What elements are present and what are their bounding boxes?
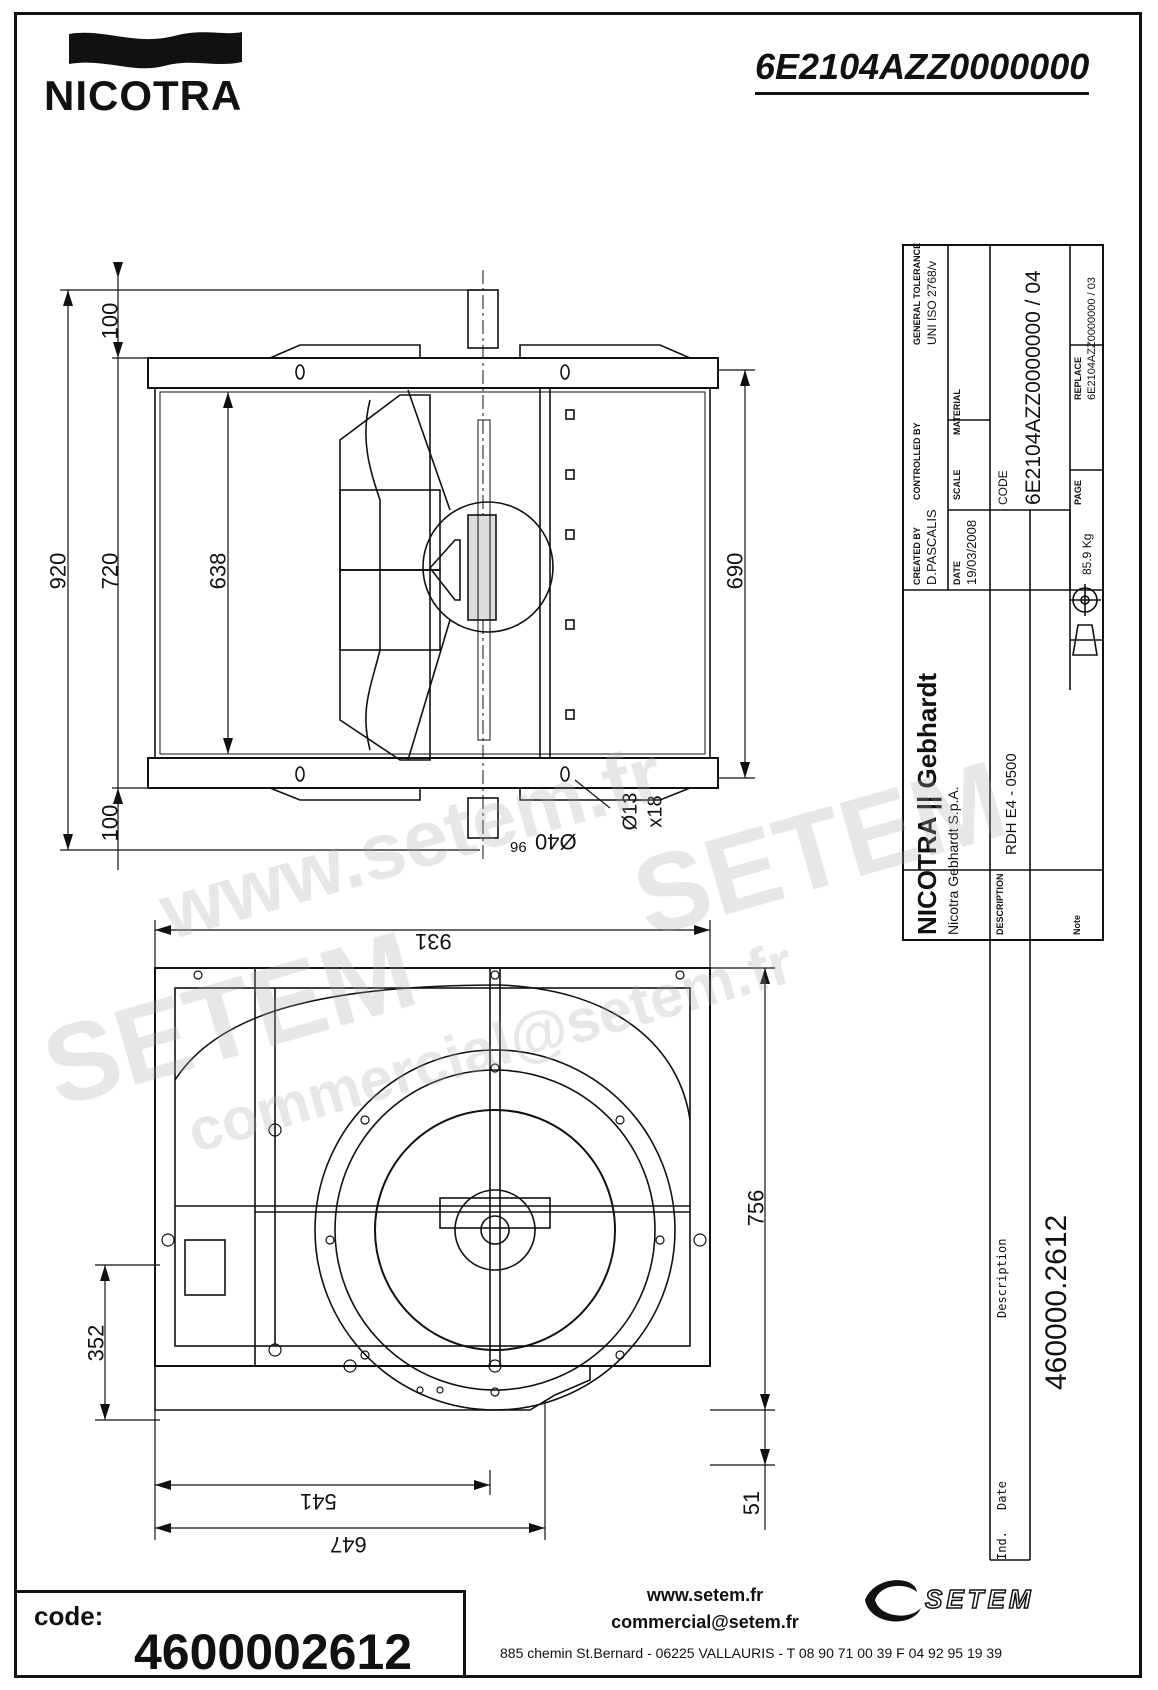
dim-shaft-diameter: Ø40 [535, 829, 577, 854]
dim-352: 352 [83, 1324, 109, 1362]
logo-flag-icon [69, 32, 242, 69]
dim-hole-count: x18 [644, 795, 667, 828]
dim-720: 720 [97, 552, 123, 590]
dim-638: 638 [205, 552, 231, 590]
scale-label: SCALE [952, 469, 962, 500]
footer-code-label: code: [34, 1601, 104, 1631]
description-label: DESCRIPTION [995, 873, 1005, 935]
side-date-label: Date [995, 1481, 1009, 1510]
controlled-by-label: CONTROLLED BY [912, 422, 922, 501]
nicotra-logo: NICOTRA [44, 28, 256, 119]
created-by-value: D.PASCALIS [924, 509, 939, 585]
dim-hole-diameter: Ø13 [619, 792, 642, 831]
dim-100-top: 100 [97, 302, 123, 340]
general-tolerance-value: UNI ISO 2768/v [925, 260, 939, 345]
code-value: 6E2104AZZ0000000 / 04 [1022, 270, 1045, 505]
drawing-sheet [14, 12, 1142, 1678]
side-reference: 460000.2612 [1040, 1214, 1073, 1390]
description-value: RDH E4 - 0500 [1003, 753, 1020, 855]
footer-code-value: 4600002612 [134, 1624, 413, 1680]
general-tolerance-label: GENERAL TOLERANCE [912, 242, 922, 345]
dim-51: 51 [739, 1490, 765, 1516]
material-label: MATERIAL [952, 389, 962, 435]
replace-value: 6E2104AZZ0000000 / 03 [1086, 277, 1098, 400]
note-label: Note [1072, 915, 1082, 935]
brand-gebhardt: Gebhardt [912, 672, 942, 789]
dim-920: 920 [45, 552, 71, 590]
dim-100-bottom: 100 [97, 804, 123, 842]
created-by-label: CREATED BY [912, 527, 922, 585]
footer-website[interactable]: www.setem.fr [646, 1585, 764, 1605]
dim-931: 931 [415, 929, 452, 954]
dim-shaft-tolerance: 96 [510, 838, 527, 855]
setem-swirl-icon [865, 1580, 921, 1622]
company-brand: NICOTRA || Gebhardt [912, 672, 942, 935]
dim-756: 756 [743, 1189, 769, 1227]
brand-nicotra: NICOTRA [912, 817, 942, 935]
footer-code-box: code: 4600002612 [14, 1590, 466, 1680]
company-name: Nicotra Gebhardt S.p.A. [945, 786, 961, 935]
setem-logo: SETEM [855, 1570, 1115, 1630]
dim-690: 690 [722, 552, 748, 590]
date-value: 19/03/2008 [964, 519, 979, 585]
side-ind-label: Ind. [995, 1531, 1009, 1560]
logo-text: NICOTRA [44, 72, 243, 119]
side-description-label: Description [995, 1238, 1009, 1318]
date-label: DATE [952, 561, 962, 585]
weight-value: 85.9 Kg [1080, 533, 1094, 575]
replace-label: REPLACE [1073, 356, 1083, 400]
drawing-code-header: 6E2104AZZ0000000 [755, 46, 1090, 95]
setem-logo-text: SETEM [924, 1583, 1035, 1615]
dim-647: 647 [330, 1532, 367, 1557]
page-label: PAGE [1073, 480, 1083, 505]
code-label: CODE [996, 470, 1010, 505]
footer-address: 885 chemin St.Bernard - 06225 VALLAURIS … [500, 1645, 1002, 1661]
dim-541: 541 [300, 1489, 337, 1514]
footer-email[interactable]: commercial@setem.fr [611, 1612, 799, 1632]
